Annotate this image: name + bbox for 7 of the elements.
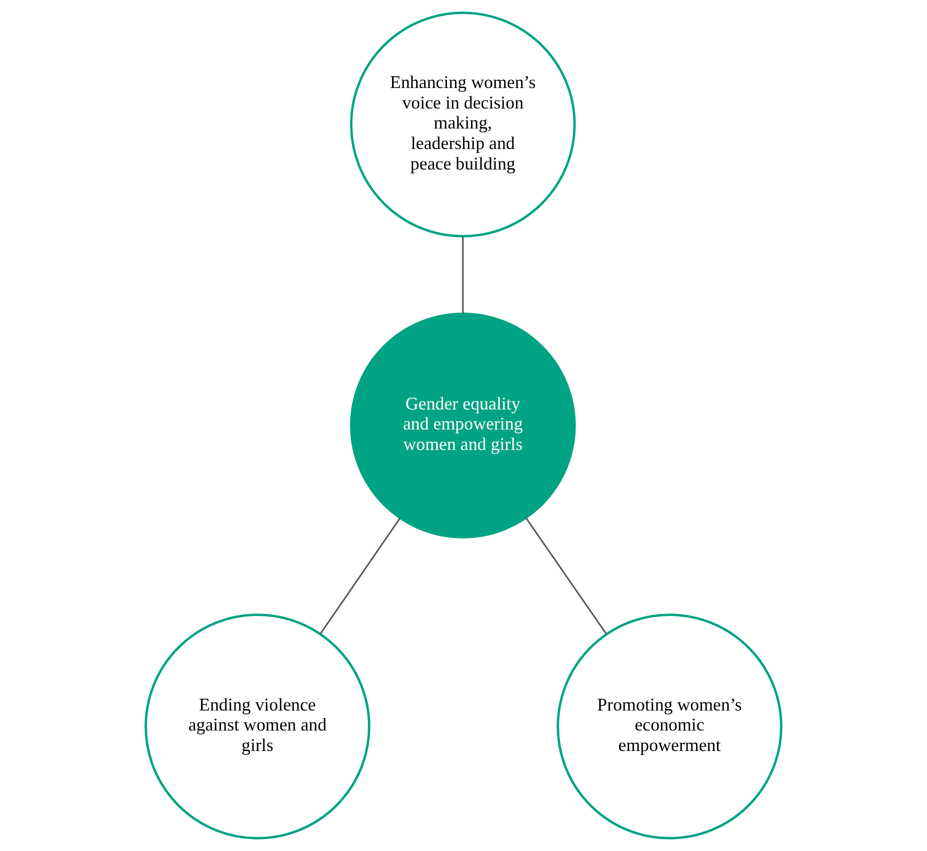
node-circle: Promoting women’s economic empowerment xyxy=(556,614,782,840)
node-circle: Gender equality and empowering women and girls xyxy=(350,312,576,538)
connector xyxy=(320,517,401,634)
node-circle: Enhancing women’s voice in decision making, leadership and peace building xyxy=(350,12,576,238)
connector xyxy=(462,236,464,314)
connector xyxy=(525,517,608,635)
node-circle: Ending violence against women and girls xyxy=(144,614,370,840)
